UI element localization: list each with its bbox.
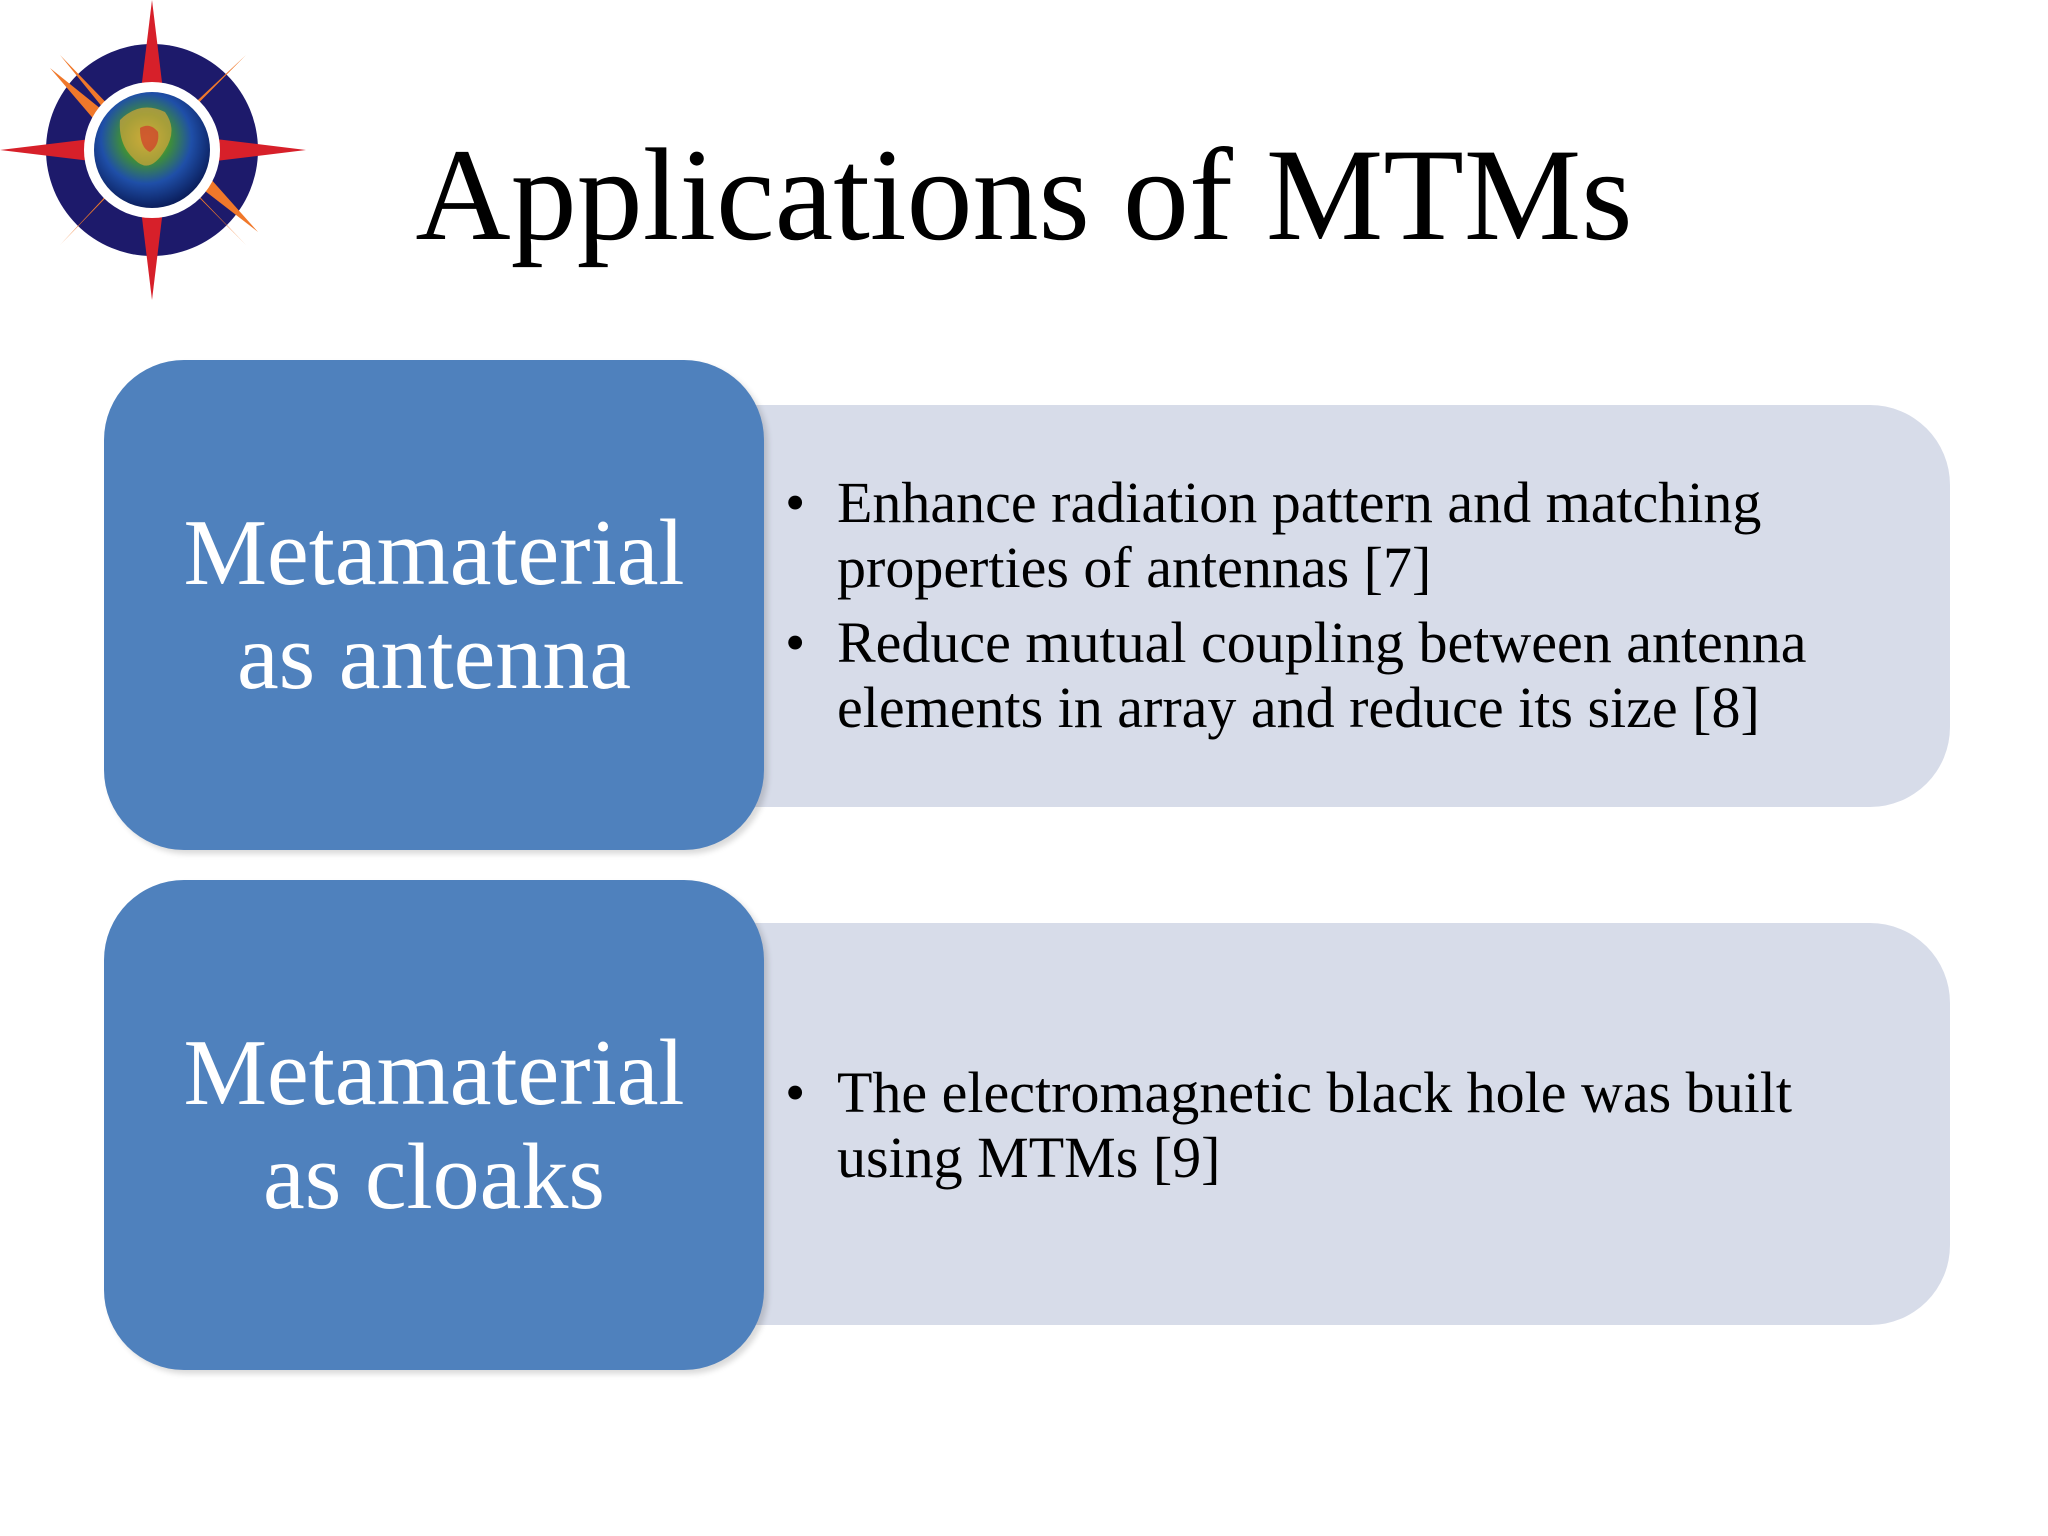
label-text-antenna: Metamaterial as antenna <box>124 501 744 709</box>
label-line: Metamaterial <box>183 1021 685 1125</box>
label-line: as antenna <box>236 605 632 709</box>
bullet-dot: • <box>785 470 806 535</box>
detail-panel-antenna <box>700 405 1950 807</box>
compass-globe-logo-icon <box>0 0 306 300</box>
bullet-line: elements in array and reduce its size [8… <box>837 675 1760 740</box>
bullet-list-antenna: • Enhance radiation pattern and matching… <box>785 470 1915 750</box>
bullet-item: • Reduce mutual coupling between antenna… <box>785 610 1915 740</box>
bullet-dot: • <box>785 1060 806 1125</box>
bullet-line: The electromagnetic black hole was built <box>837 1060 1793 1125</box>
label-text-cloaks: Metamaterial as cloaks <box>124 1021 744 1229</box>
bullet-line: Enhance radiation pattern and matching <box>837 470 1762 535</box>
label-box-cloaks: Metamaterial as cloaks <box>104 880 764 1370</box>
slide-title: Applications of MTMs <box>415 121 1633 268</box>
bullet-dot: • <box>785 610 806 675</box>
bullet-line: properties of antennas [7] <box>837 535 1432 600</box>
label-line: as cloaks <box>263 1125 605 1229</box>
bullet-item: • Enhance radiation pattern and matching… <box>785 470 1915 600</box>
bullet-list-cloaks: • The electromagnetic black hole was bui… <box>785 1060 1915 1200</box>
detail-panel-cloaks <box>700 923 1950 1325</box>
label-box-antenna: Metamaterial as antenna <box>104 360 764 850</box>
bullet-line: using MTMs [9] <box>837 1125 1221 1190</box>
bullet-item: • The electromagnetic black hole was bui… <box>785 1060 1915 1190</box>
bullet-line: Reduce mutual coupling between antenna <box>837 610 1807 675</box>
label-line: Metamaterial <box>183 501 685 605</box>
